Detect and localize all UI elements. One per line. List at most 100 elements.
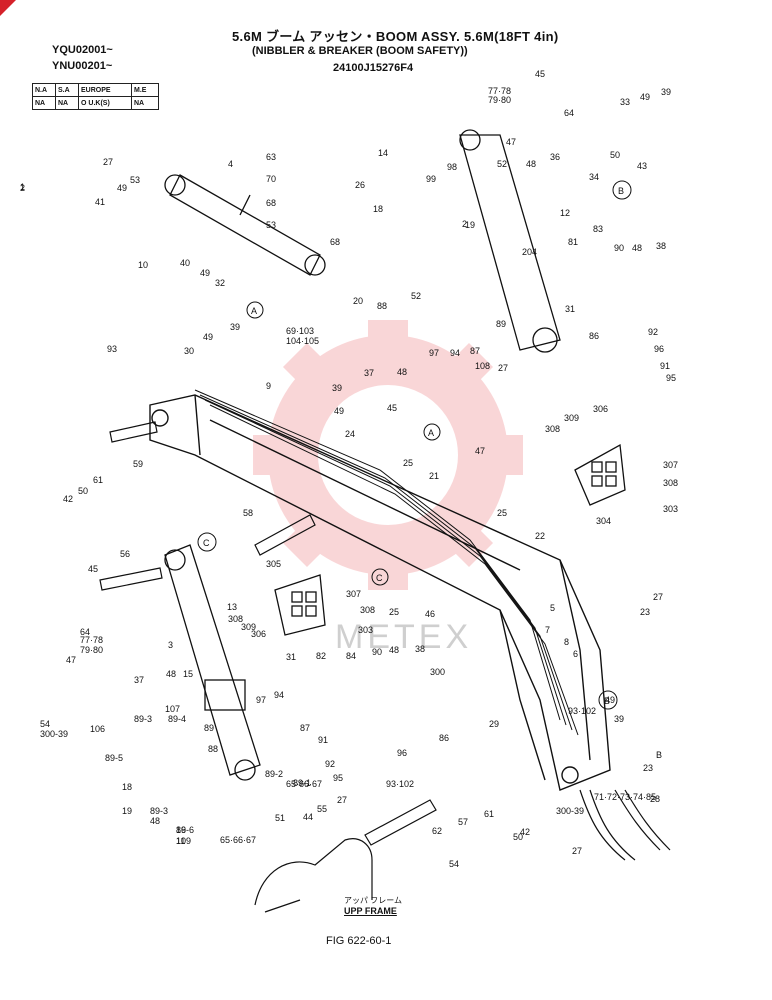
part-label: 81 xyxy=(568,237,578,247)
part-label: 69·103 xyxy=(286,326,314,336)
serial-range-2: YNU00201~ xyxy=(52,60,113,72)
part-label: 48 xyxy=(632,243,642,253)
protector-box-305 xyxy=(274,574,326,636)
figure-number: FIG 622-60-1 xyxy=(326,935,392,947)
part-label: 48 xyxy=(397,367,407,377)
part-label: 70 xyxy=(266,174,276,184)
part-label: 61 xyxy=(484,809,494,819)
part-label: 79·80 xyxy=(80,645,103,655)
region-table-value-row: NA NA O U.K(S) NA xyxy=(32,96,159,110)
part-label: 304 xyxy=(596,516,611,526)
part-label: 89 xyxy=(496,319,506,329)
part-label: 37 xyxy=(364,368,374,378)
part-label: 6 xyxy=(573,649,578,659)
part-label: 51 xyxy=(275,813,285,823)
part-label: 50 xyxy=(513,832,523,842)
part-label: 89-1 xyxy=(293,778,311,788)
part-label: B xyxy=(656,750,662,760)
callout-b-2: B xyxy=(598,690,618,710)
part-label: 2 xyxy=(20,183,25,193)
part-label: 77·78 xyxy=(488,86,511,96)
part-label: 54 xyxy=(40,719,50,729)
part-label: 89-6 xyxy=(176,825,194,835)
part-label: 92 xyxy=(325,759,335,769)
part-label: 93 xyxy=(107,344,117,354)
part-label: 48 xyxy=(166,669,176,679)
part-label: 1 xyxy=(20,182,25,192)
part-label: 23 xyxy=(643,763,653,773)
part-label: 87 xyxy=(470,346,480,356)
part-label: 31 xyxy=(565,304,575,314)
part-label: 89-3 xyxy=(134,714,152,724)
part-label: 49 xyxy=(640,92,650,102)
part-label: 39 xyxy=(661,87,671,97)
part-label: 56 xyxy=(120,549,130,559)
part-label: 48 xyxy=(150,816,160,826)
part-label: 33 xyxy=(620,97,630,107)
part-label: 25 xyxy=(389,607,399,617)
part-label: 95 xyxy=(333,773,343,783)
part-label: 309 xyxy=(241,622,256,632)
part-label: 58 xyxy=(243,508,253,518)
part-label: 59 xyxy=(133,459,143,469)
part-label: 39 xyxy=(230,322,240,332)
part-label: 307 xyxy=(346,589,361,599)
part-label: 46 xyxy=(425,609,435,619)
part-label: 307 xyxy=(663,460,678,470)
svg-text:A: A xyxy=(251,306,257,316)
part-label: 68 xyxy=(330,237,340,247)
part-label: 9 xyxy=(266,381,271,391)
part-label: 4 xyxy=(228,159,233,169)
part-label: 28 xyxy=(650,794,660,804)
part-label: 20 xyxy=(353,296,363,306)
part-label: 204 xyxy=(522,247,537,257)
part-label: 89-5 xyxy=(105,753,123,763)
part-label: 90 xyxy=(372,647,382,657)
part-label: 8 xyxy=(564,637,569,647)
part-label: 89-3 xyxy=(150,806,168,816)
part-label: 98 xyxy=(447,162,457,172)
part-label: 26 xyxy=(355,180,365,190)
part-label: 97 xyxy=(256,695,266,705)
callout-c-2: C xyxy=(371,568,389,586)
part-label: 45 xyxy=(387,403,397,413)
frame-label-en: UPP FRAME xyxy=(344,906,397,916)
part-label: 308 xyxy=(228,614,243,624)
part-label: 53 xyxy=(266,220,276,230)
part-label: 45 xyxy=(535,69,545,79)
part-label: 18 xyxy=(373,204,383,214)
part-label: 48 xyxy=(389,645,399,655)
serial-range-1: YQU02001~ xyxy=(52,44,113,56)
part-label: 96 xyxy=(654,344,664,354)
part-label: 93·102 xyxy=(568,706,596,716)
watermark-text: METEX xyxy=(335,618,472,656)
part-label: 107 xyxy=(165,704,180,714)
part-label: 104·105 xyxy=(286,336,319,346)
part-label: 38 xyxy=(656,241,666,251)
part-label: 91 xyxy=(318,735,328,745)
part-label: 303 xyxy=(358,625,373,635)
watermark-gear xyxy=(253,320,523,590)
part-label: 47 xyxy=(506,137,516,147)
svg-text:B: B xyxy=(618,186,624,196)
part-label: 49 xyxy=(203,332,213,342)
part-label: 13 xyxy=(227,602,237,612)
part-label: 93·102 xyxy=(386,779,414,789)
callout-a-2: A xyxy=(423,423,441,441)
protector-box-304 xyxy=(574,443,626,506)
part-label: 77·78 xyxy=(80,635,103,645)
part-label: 65·66·67 xyxy=(286,779,322,789)
part-label: 39 xyxy=(614,714,624,724)
part-label: 52 xyxy=(497,159,507,169)
region-table: N.A S.A EUROPE M.E NA NA O U.K(S) NA xyxy=(32,83,159,110)
region-value-me: NA xyxy=(131,96,159,110)
part-label: 91 xyxy=(660,361,670,371)
part-label: 29 xyxy=(489,719,499,729)
part-label: 10 xyxy=(138,260,148,270)
diagram-title: 5.6M ブーム アッセン・BOOM ASSY. 5.6M(18FT 4in) xyxy=(232,29,559,44)
part-label: 309 xyxy=(564,413,579,423)
part-label: 109 xyxy=(176,836,191,846)
svg-text:A: A xyxy=(428,428,434,438)
part-label: 92 xyxy=(648,327,658,337)
